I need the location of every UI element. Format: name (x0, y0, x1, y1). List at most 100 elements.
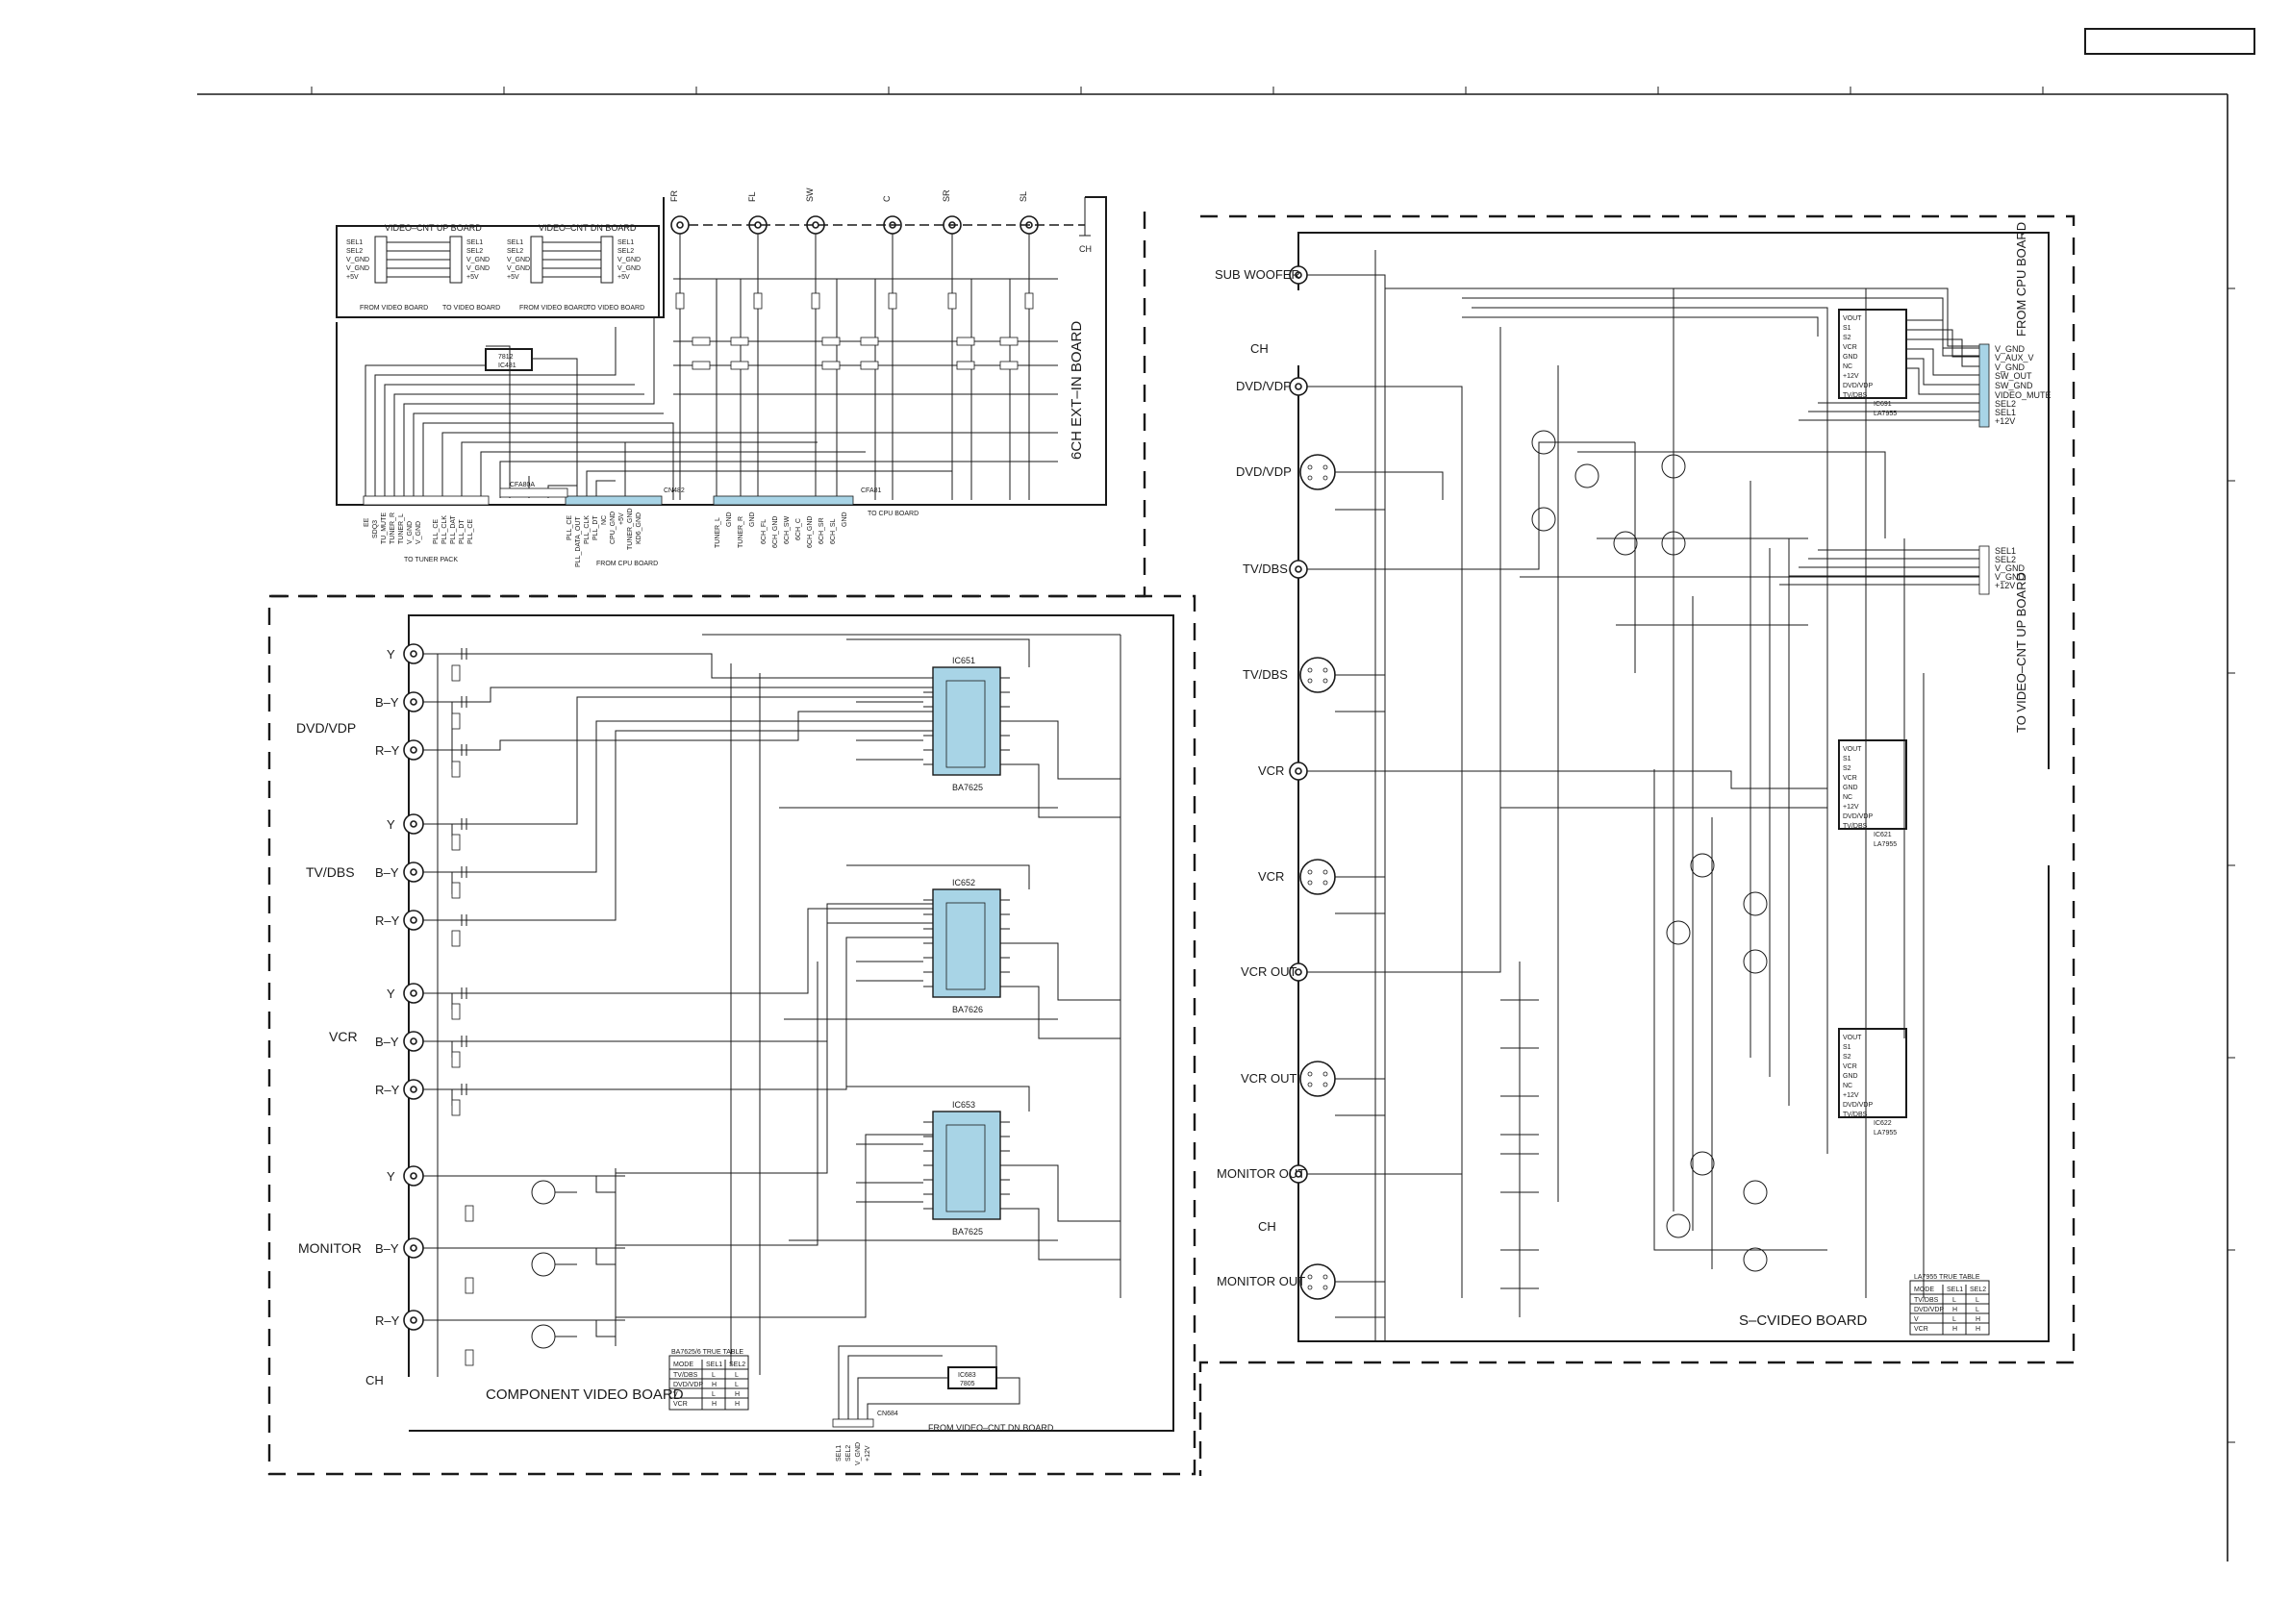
cnt-to-video-2: TO VIDEO BOARD (587, 305, 644, 312)
svg-text:H: H (1976, 1326, 1980, 1333)
six-ch-ground-label: CH (1079, 244, 1092, 254)
svg-text:PLL_CE: PLL_CE (566, 515, 573, 540)
ic-pins (923, 677, 1010, 1210)
svg-text:FL: FL (747, 191, 757, 202)
ext-in-board-title: 6CH EXT–IN BOARD (1069, 321, 1085, 460)
svg-text:PLL_CLK: PLL_CLK (441, 515, 448, 544)
ic651-part: BA7625 (952, 783, 983, 792)
ic691-part: LA7955 (1874, 411, 1897, 417)
svg-text:SW: SW (805, 187, 815, 202)
svg-text:V_GND: V_GND (507, 257, 530, 263)
svg-text:DVD/VDP: DVD/VDP (673, 1382, 703, 1388)
six-ch-jacks (670, 197, 1091, 237)
component-board-outline (267, 594, 1196, 1476)
svg-text:L: L (712, 1372, 716, 1379)
svg-text:DVD/VDP: DVD/VDP (1843, 1102, 1873, 1109)
svg-text:MONITOR OUT: MONITOR OUT (1217, 1274, 1305, 1288)
svg-text:VCR: VCR (1914, 1326, 1928, 1333)
svg-text:6CH_GND: 6CH_GND (807, 516, 814, 548)
component-input-labels: Y B–Y R–Y Y B–Y R–Y Y B–Y R–Y Y B–Y R–Y (375, 647, 400, 1328)
la7955-truth-table (1909, 1280, 1990, 1336)
cnt-from-video-2: FROM VIDEO BOARD (519, 305, 588, 312)
svg-text:TV/DBS: TV/DBS (1843, 823, 1868, 830)
six-ch-channel-labels: FR FL SW C SR SL (669, 187, 1028, 202)
cnt-dn-title: VIDEO–CNT DN BOARD (539, 223, 637, 233)
svg-text:R–Y: R–Y (375, 1083, 400, 1097)
svg-text:L: L (735, 1372, 739, 1379)
ic481-label: 7812 (498, 354, 514, 361)
cnt-up-title: VIDEO–CNT UP BOARD (385, 223, 482, 233)
right-connector-pin-labels: TUNER_L GND TUNER_R GND 6CH_FL 6CH_GND 6… (715, 512, 848, 548)
svg-text:SEL1: SEL1 (706, 1362, 722, 1368)
cnt-dn-connector-left (530, 236, 543, 284)
svg-text:6CH_SL: 6CH_SL (830, 518, 837, 544)
svg-text:SEL2: SEL2 (1995, 555, 2016, 564)
cnt-up-connector-left (374, 236, 388, 284)
svg-text:V_GND: V_GND (466, 257, 490, 263)
svg-text:V_GND: V_GND (1995, 344, 2026, 354)
svg-text:VCR: VCR (673, 1401, 688, 1408)
ic691-ref: IC691 (1874, 401, 1892, 408)
to-video-cnt-up-label: TO VIDEO–CNT UP BOARD (2014, 572, 2028, 733)
svg-text:L: L (1976, 1307, 1979, 1313)
ic622-block (1838, 1028, 1907, 1118)
svg-text:NC: NC (1843, 363, 1852, 370)
six-ch-filter-parts (675, 292, 1034, 370)
svg-text:PLL_DT: PLL_DT (459, 519, 466, 544)
ic622-part: LA7955 (1874, 1130, 1897, 1137)
svg-text:DVD/VDP: DVD/VDP (296, 720, 356, 736)
ic621-part: LA7955 (1874, 841, 1897, 848)
cfa81-label: CFA81 (861, 487, 882, 494)
svg-text:DVD/VDP: DVD/VDP (1914, 1307, 1944, 1313)
ic691-block (1838, 309, 1907, 399)
svg-text:DVD/VDP: DVD/VDP (1236, 464, 1292, 479)
scvideo-ground-label: CH (1250, 341, 1269, 356)
component-input-jacks (403, 643, 424, 1331)
svg-text:GND: GND (1843, 354, 1858, 361)
svg-text:GND: GND (842, 512, 848, 527)
svg-text:PLL_DT: PLL_DT (592, 515, 599, 540)
svg-text:TV/DBS: TV/DBS (1843, 392, 1868, 399)
svg-text:S1: S1 (1843, 325, 1851, 332)
scvideo-wiring (1307, 250, 2049, 1342)
svg-text:VCR: VCR (1843, 775, 1857, 782)
svg-text:DVD/VDP: DVD/VDP (1236, 379, 1292, 393)
ic653-block (932, 1111, 1001, 1220)
ext-in-lower-connectors (363, 487, 854, 506)
svg-text:Y: Y (387, 1169, 395, 1184)
svg-text:SEL2: SEL2 (1970, 1287, 1986, 1293)
svg-text:NC: NC (1843, 1083, 1852, 1089)
to-cpu-board-label: TO CPU BOARD (868, 511, 919, 517)
ic652-part: BA7626 (952, 1005, 983, 1014)
svg-text:H: H (712, 1382, 717, 1388)
svg-text:SEL1: SEL1 (836, 1445, 843, 1462)
svg-text:VCR: VCR (329, 1029, 358, 1044)
ic683-part: 7805 (960, 1381, 975, 1387)
ext-in-board-box (336, 196, 1107, 506)
ic481-regulator (485, 348, 533, 371)
svg-text:GND: GND (726, 512, 733, 527)
svg-text:GND: GND (749, 512, 756, 527)
svg-text:VOUT: VOUT (1843, 746, 1862, 753)
scvideo-transistors (1531, 430, 1768, 1272)
tuner-connector (363, 495, 490, 506)
svg-text:TV/DBS: TV/DBS (1243, 667, 1288, 682)
svg-text:+12V: +12V (1995, 581, 2015, 590)
cnt-to-video-1: TO VIDEO BOARD (442, 305, 500, 312)
cn482-label: CN482 (664, 487, 685, 494)
svg-text:GND: GND (1843, 785, 1858, 791)
svg-text:R–Y: R–Y (375, 1313, 400, 1328)
svg-text:TU_MUTE: TU_MUTE (381, 512, 388, 544)
svg-text:L: L (1952, 1316, 1956, 1323)
svg-text:L: L (1976, 1297, 1979, 1304)
svg-text:KD6_GND: KD6_GND (636, 512, 642, 544)
component-input-wiring (423, 653, 933, 1377)
ic621-block (1838, 739, 1907, 830)
scvideo-ground-label-2: CH (1258, 1219, 1276, 1234)
svg-text:B–Y: B–Y (375, 1035, 399, 1049)
svg-text:V_GND: V_GND (466, 265, 490, 272)
svg-text:VCR: VCR (1843, 344, 1857, 351)
